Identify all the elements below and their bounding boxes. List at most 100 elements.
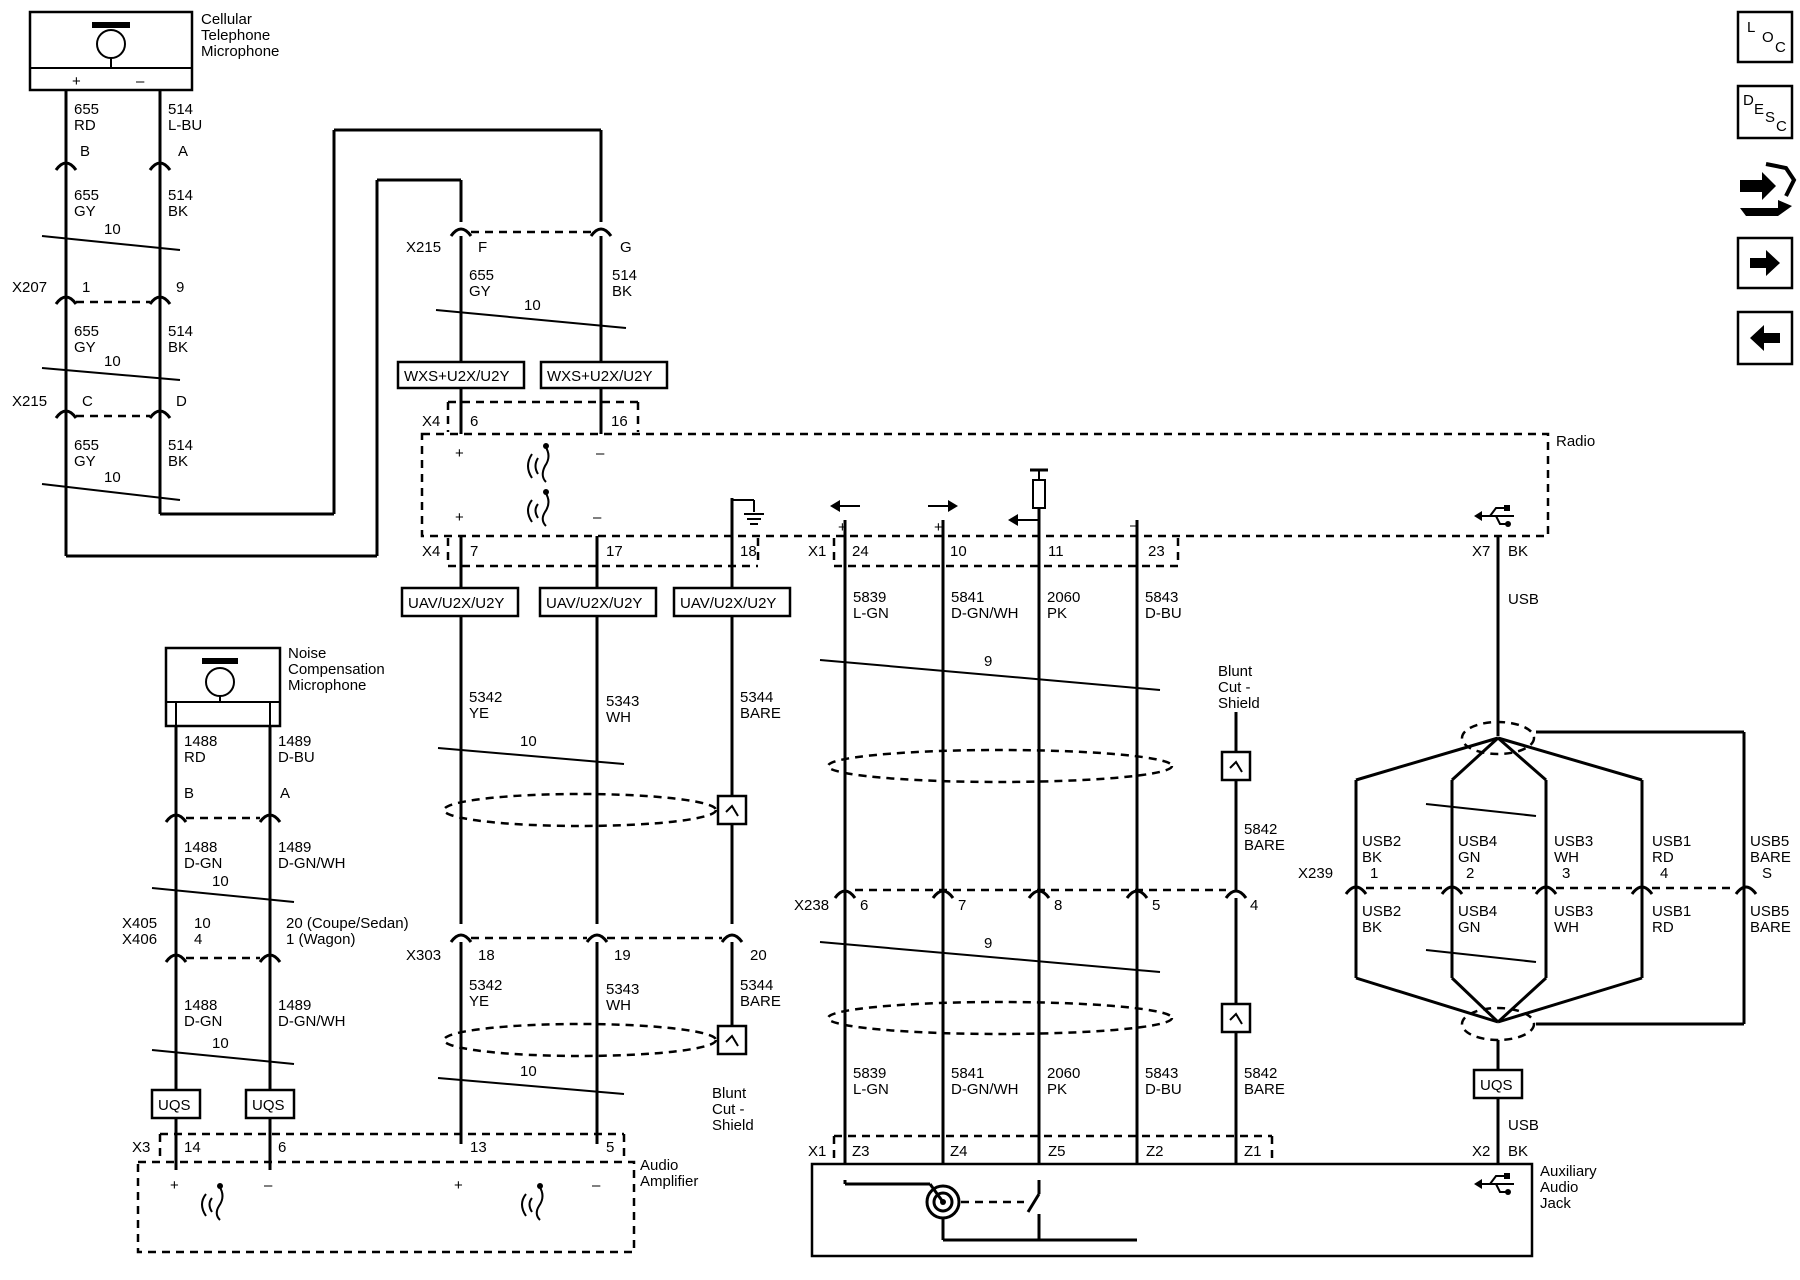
connector-swap-icon (1740, 162, 1797, 216)
wire-5342-label: 5342 (469, 689, 502, 706)
pin-18: 18 (740, 543, 757, 560)
blunt-cut-shield-label-2: Cut - (1218, 679, 1251, 696)
wire-wh-label: WH (606, 997, 631, 1014)
connector-x4: X4 (422, 413, 440, 430)
pin-7: 7 (958, 897, 966, 914)
wire-usb1-label: USB1 (1652, 833, 1691, 850)
wire-bare-label: BARE (740, 705, 781, 722)
twist-marker (819, 659, 1161, 691)
wire-gy-label: GY (74, 339, 96, 356)
wire-5344-label: 5344 (740, 689, 773, 706)
wire-pk-label: PK (1047, 1081, 1067, 1098)
pin-1: 1 (1370, 865, 1378, 882)
pin-13: 13 (470, 1139, 487, 1156)
ground-icon (730, 498, 764, 536)
wire-bare-label: BARE (1750, 849, 1791, 866)
right-arrow-icon (928, 500, 958, 512)
connector-x238: X238 (794, 897, 829, 914)
pin-16: 16 (611, 413, 628, 430)
wire-bk-label: BK (612, 283, 632, 300)
wire-514-label: 514 (612, 267, 637, 284)
x303-connector: X303 18 19 20 5342 YE 5343 WH 5344 BARE … (406, 933, 781, 1144)
pin-6: 6 (278, 1139, 286, 1156)
pin-a: A (178, 143, 188, 160)
blunt-cut-shield-label-3: Shield (1218, 695, 1260, 712)
twist-marker (41, 367, 181, 381)
loc-letter-c: C (1775, 39, 1786, 56)
wire-gn-label: GN (1458, 849, 1481, 866)
twist-count: 10 (520, 733, 537, 750)
wire-5839-label: 5839 (853, 589, 886, 606)
wire-gy-label: GY (469, 283, 491, 300)
wire-pk-label: PK (1047, 605, 1067, 622)
wire-1488-label: 1488 (184, 839, 217, 856)
connector-x303: X303 (406, 947, 441, 964)
wire-usb3-label: USB3 (1554, 833, 1593, 850)
pin-1: 1 (82, 279, 90, 296)
connector-x4: X4 (422, 543, 440, 560)
wire-dgnwh-label: D-GN/WH (951, 605, 1019, 622)
twist-marker (819, 941, 1161, 973)
twist-marker (41, 235, 181, 251)
wire-1488-label: 1488 (184, 733, 217, 750)
pin-x405: 10 (194, 915, 211, 932)
previous-page-button[interactable] (1736, 310, 1794, 366)
next-page-button[interactable] (1736, 236, 1794, 290)
desc-letter-c: C (1776, 118, 1787, 135)
blunt-cut-shield-label-3: Shield (712, 1117, 754, 1134)
radio-plus-label: + (455, 445, 464, 462)
radio-minus-label: – (593, 509, 602, 526)
wire-655-label: 655 (74, 323, 99, 340)
minus-label: – (1130, 517, 1139, 534)
wire-514-label: 514 (168, 187, 193, 204)
pin-6: 6 (470, 413, 478, 430)
cell-mic-label-2: Telephone (201, 27, 270, 44)
shield-drain-terminal (716, 1024, 748, 1056)
connector-x7: X7 (1472, 543, 1490, 560)
loc-letter-l: L (1747, 19, 1755, 36)
shield-ellipse (826, 748, 1174, 784)
speaker-signal-icon (527, 489, 550, 527)
connector-x3: X3 (132, 1139, 150, 1156)
wire-ye-label: YE (469, 705, 489, 722)
connector-x215: X215 (12, 393, 47, 410)
wire-gy-label: GY (74, 203, 96, 220)
left-arrow-icon (1750, 325, 1780, 351)
wire-514-label: 514 (168, 323, 193, 340)
connector-x207: X207 (12, 279, 47, 296)
description-button[interactable]: D E S C (1736, 84, 1794, 140)
noise-mic-label-1: Noise (288, 645, 326, 662)
shield-drain-terminal (1220, 1002, 1252, 1034)
wire-rd-label: RD (1652, 849, 1674, 866)
pullup-resistor-icon (1008, 468, 1048, 536)
wire-bare-label: BARE (1244, 1081, 1285, 1098)
blunt-cut-shield-label-2: Cut - (712, 1101, 745, 1118)
wire-bk-label: BK (1508, 1143, 1528, 1160)
connector-x406: X406 (122, 931, 157, 948)
left-arrow-icon (830, 500, 860, 512)
shield-drain-terminal (1220, 750, 1252, 782)
amp-label-2: Amplifier (640, 1173, 698, 1190)
usb-shield-ellipse (1460, 720, 1536, 756)
pin-11: 11 (1048, 543, 1064, 560)
twist-count: 10 (104, 221, 121, 238)
aux-jack-label-3: Jack (1540, 1195, 1571, 1212)
amp-minus-label: – (264, 1177, 273, 1194)
connector-view-button[interactable] (1740, 162, 1797, 216)
radio-minus-label: – (596, 445, 605, 462)
wire-5342-label: 5342 (469, 977, 502, 994)
wire-usb5-label: USB5 (1750, 903, 1789, 920)
option-uqs-label: UQS (158, 1097, 191, 1114)
pin-18: 18 (478, 947, 495, 964)
nav-buttons: L O C D E S C (1736, 10, 1797, 366)
wire-usb2-label: USB2 (1362, 903, 1401, 920)
location-button[interactable]: L O C (1736, 10, 1794, 64)
usb-wiring: X7 BK USB UQS USB X2 BK X239 (1298, 536, 1791, 1164)
radio: Radio + – + – + (420, 432, 1595, 538)
usb-icon (1474, 505, 1514, 527)
twist-count: 10 (524, 297, 541, 314)
twist-count: 10 (104, 469, 121, 486)
wire-bk-label: BK (168, 453, 188, 470)
plus-label: + (934, 519, 943, 536)
